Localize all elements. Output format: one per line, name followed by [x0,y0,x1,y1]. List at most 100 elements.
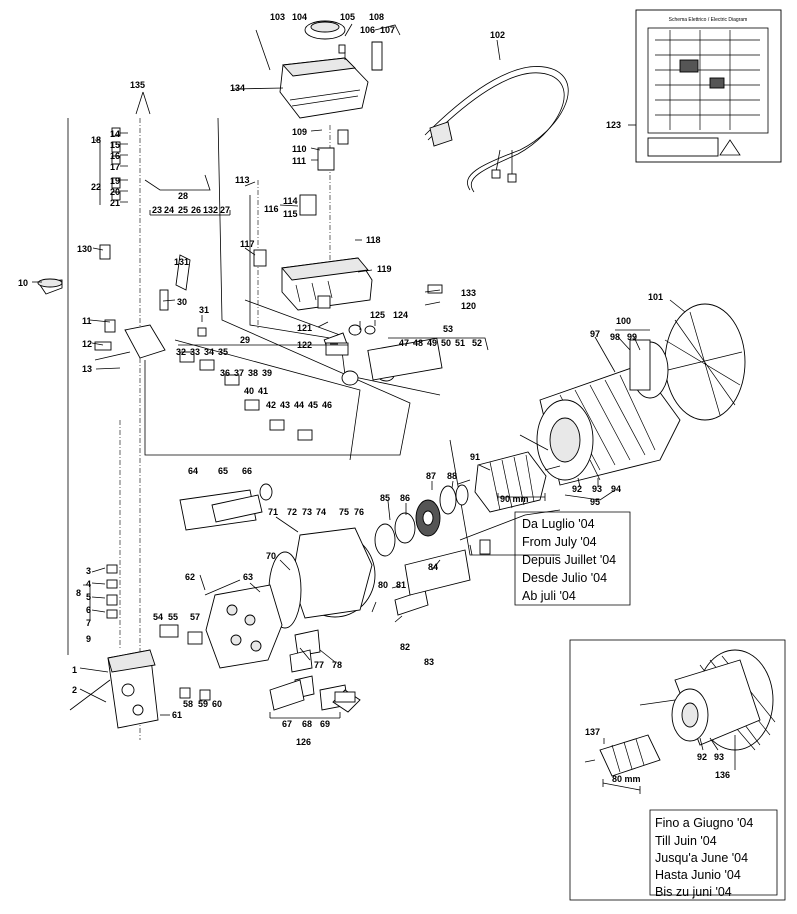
callout-93-inset: 93 [714,752,724,762]
callout-67: 67 [282,719,292,729]
assembly-lines [67,117,561,740]
callout-135: 135 [130,80,145,90]
callout-41: 41 [258,386,268,396]
callout-118: 118 [366,235,381,245]
callout-69: 69 [320,719,330,729]
callout-76: 76 [354,507,364,517]
callout-54: 54 [153,612,163,622]
callout-87: 87 [426,471,436,481]
callout-115: 115 [283,209,298,219]
callout-32: 32 [176,347,186,357]
callout-114: 114 [283,196,298,206]
callout-28: 28 [178,191,188,201]
callout-133: 133 [461,288,476,298]
callout-2: 2 [72,685,77,695]
callout-98: 98 [610,332,620,342]
callout-labels: 135 10 14 18 15 16 17 19 22 20 21 28 23 … [18,12,730,784]
callout-52: 52 [472,338,482,348]
callout-7: 7 [86,618,91,628]
callout-60: 60 [212,699,222,709]
callout-53: 53 [443,324,453,334]
callout-24: 24 [164,205,174,215]
callout-31: 31 [199,305,209,315]
callout-81: 81 [396,580,406,590]
callout-70: 70 [266,551,276,561]
callout-82: 82 [400,642,410,652]
callout-48: 48 [413,338,423,348]
callout-106: 106 [360,25,375,35]
callout-111: 111 [292,156,306,166]
date-note-until: Fino a Giugno '04 Till Juin '04 Jusqu'a … [655,816,753,899]
callout-18: 18 [91,135,101,145]
callout-43: 43 [280,400,290,410]
callout-61: 61 [172,710,182,720]
callout-26: 26 [191,205,201,215]
note-until-en: Till Juin '04 [655,834,717,848]
callout-73: 73 [302,507,312,517]
callout-17: 17 [110,162,120,172]
callout-122: 122 [297,340,312,350]
callout-40: 40 [244,386,254,396]
callout-16: 16 [110,151,120,161]
callout-132: 132 [203,205,218,215]
small-parts [37,127,491,711]
callout-108: 108 [369,12,384,22]
callout-91: 91 [470,452,480,462]
note-until-fr: Jusqu'a June '04 [655,851,748,865]
callout-72: 72 [287,507,297,517]
callout-105: 105 [340,12,355,22]
inset-frame [569,639,786,901]
callout-38: 38 [248,368,258,378]
callout-33: 33 [190,347,200,357]
callout-110: 110 [292,144,307,154]
callout-80: 80 [378,580,388,590]
callout-93: 93 [592,484,602,494]
callout-117: 117 [240,239,255,249]
note-from-en: From July '04 [522,535,597,549]
callout-136: 136 [715,770,730,780]
callout-25: 25 [178,205,188,215]
note-from-it: Da Luglio '04 [522,517,595,531]
dimension-90mm: 90 mm [500,494,529,504]
callout-125: 125 [370,310,385,320]
plug [429,121,453,147]
callout-83: 83 [424,657,434,667]
callout-6: 6 [86,605,91,615]
callout-100: 100 [616,316,631,326]
switch-box [253,129,443,354]
callout-12: 12 [82,339,92,349]
callout-94: 94 [611,484,621,494]
callout-102: 102 [490,30,505,40]
leader-lines [32,23,719,751]
until-note-box [649,809,778,896]
callout-84: 84 [428,562,438,572]
callout-35: 35 [218,347,228,357]
callout-99: 99 [627,332,637,342]
callout-37: 37 [234,368,244,378]
callout-134: 134 [230,83,245,93]
callout-27: 27 [220,205,230,215]
callout-71: 71 [268,507,278,517]
note-from-es: Desde Julio '04 [522,571,607,585]
callout-1: 1 [72,665,77,675]
callout-11: 11 [82,316,92,326]
callout-46: 46 [322,400,332,410]
callout-45: 45 [308,400,318,410]
callout-101: 101 [648,292,663,302]
callout-58: 58 [183,699,193,709]
callout-107: 107 [380,25,395,35]
callout-3: 3 [86,566,91,576]
callout-113: 113 [235,175,250,185]
dimension-80mm: 80 mm [612,774,641,784]
callout-92: 92 [572,484,582,494]
note-from-de: Ab juli '04 [522,589,576,603]
callout-86: 86 [400,493,410,503]
callout-126: 126 [296,737,311,747]
note-until-de: Bis zu juni '04 [655,885,732,899]
note-from-fr: Depuis Juillet '04 [522,553,616,567]
callout-74: 74 [316,507,326,517]
callout-9: 9 [86,634,91,644]
callout-85: 85 [380,493,390,503]
callout-88: 88 [447,471,457,481]
